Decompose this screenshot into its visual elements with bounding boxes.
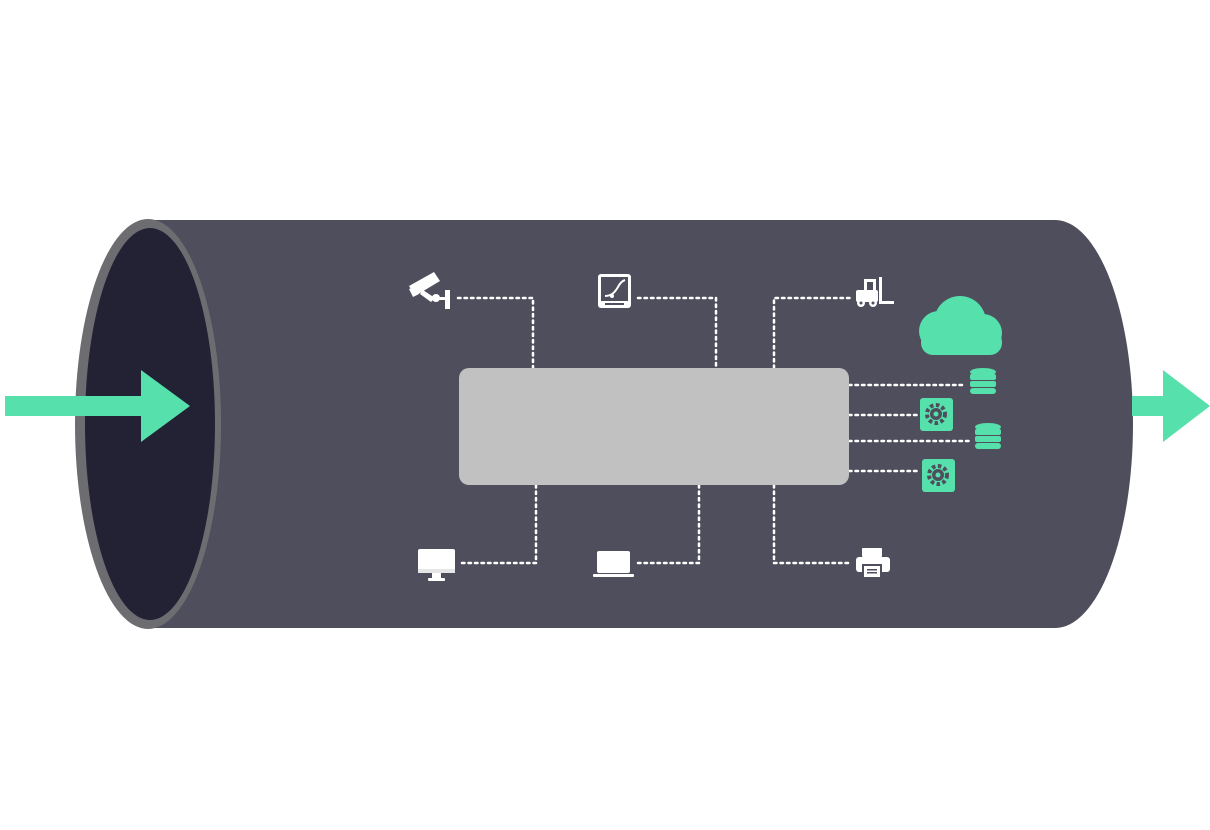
connector-desktop [456, 483, 538, 565]
forklift-icon [856, 277, 894, 307]
desktop-monitor-icon [418, 549, 455, 581]
connector-camera [456, 296, 535, 370]
connector-laptop [632, 483, 701, 565]
connector-lines [456, 296, 974, 565]
monitoring-panel-icon [598, 274, 631, 308]
gear-icon [922, 459, 955, 492]
database-icon [975, 423, 1001, 449]
laptop-icon [593, 551, 634, 577]
cloud-icon [919, 296, 1002, 355]
connector-forklift [772, 296, 852, 370]
printer-icon [856, 548, 890, 577]
input-arrow [5, 370, 190, 442]
database-icon [970, 368, 996, 394]
gear-icon [920, 398, 953, 431]
connector-printer [772, 483, 854, 565]
security-camera-icon [409, 272, 450, 309]
output-arrow [1132, 370, 1210, 442]
central-box [459, 368, 849, 485]
connector-panel [636, 296, 718, 370]
